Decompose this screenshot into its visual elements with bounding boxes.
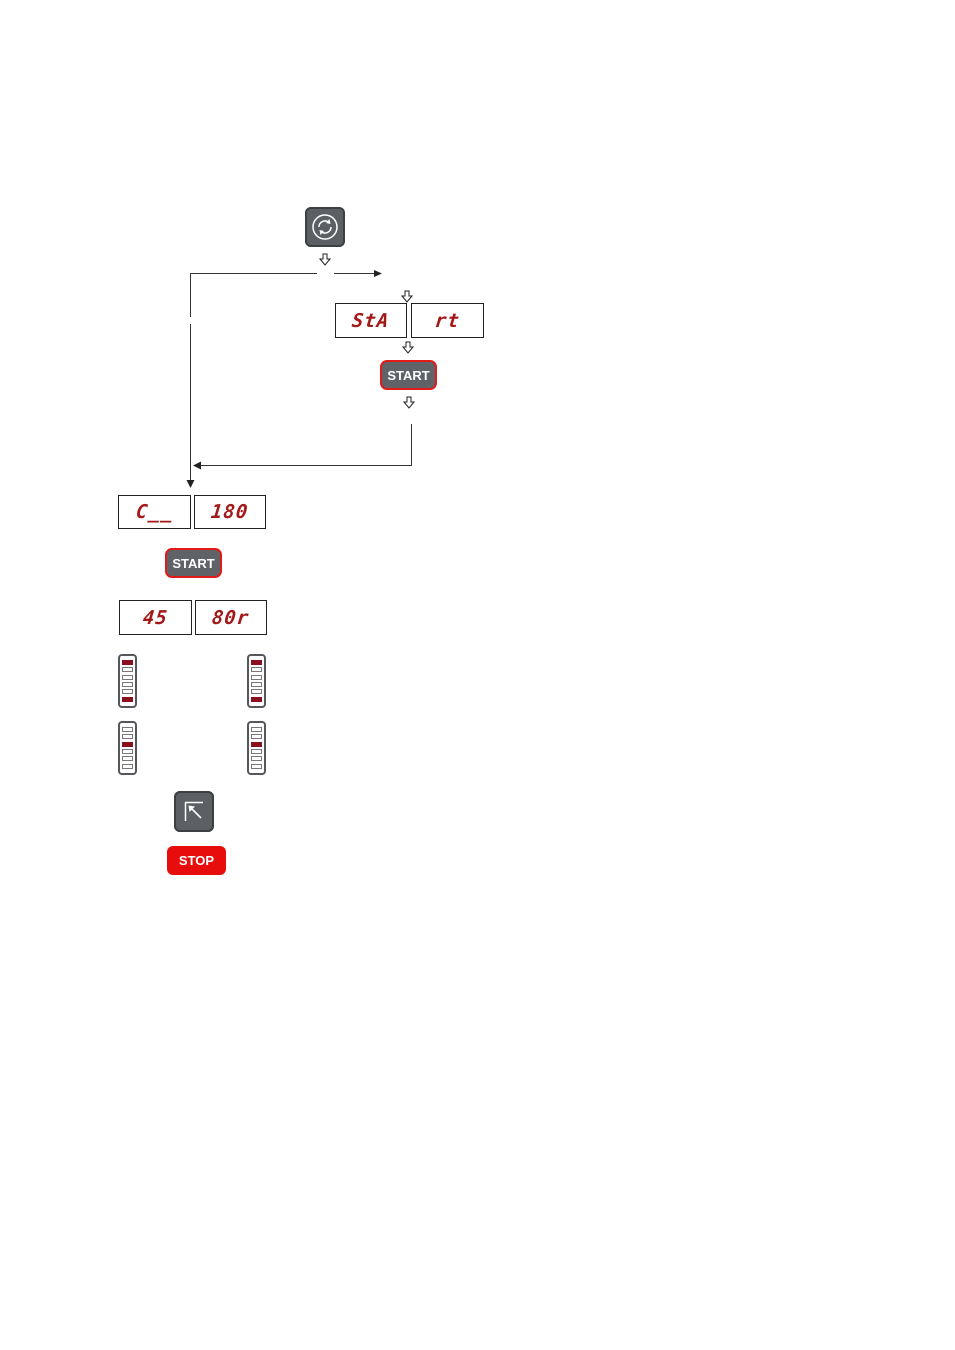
bar-segment <box>122 675 133 680</box>
display-right-text: 80r <box>211 607 251 629</box>
start-button-label: START <box>172 556 214 571</box>
flow-line <box>411 424 412 466</box>
bar-segment-lit <box>251 697 262 702</box>
flow-line <box>190 324 191 480</box>
bar-segment <box>251 734 262 739</box>
flow-arrow-down <box>403 396 415 409</box>
bar-segment <box>122 667 133 672</box>
bar-indicator <box>118 654 137 708</box>
bar-indicator <box>247 654 266 708</box>
flow-arrow-down <box>402 341 414 354</box>
bar-segment <box>122 682 133 687</box>
bar-segment <box>122 734 133 739</box>
bar-segment <box>251 749 262 754</box>
bar-indicator <box>118 721 137 775</box>
display-left: C__ <box>118 495 191 529</box>
flow-line <box>200 465 412 466</box>
start-button[interactable]: START <box>165 548 222 578</box>
flow-line <box>190 273 317 274</box>
display-left: StA <box>335 303 407 338</box>
bar-segment-lit <box>251 742 262 747</box>
display-left-text: 45 <box>142 607 169 629</box>
bar-segment <box>251 667 262 672</box>
stop-button[interactable]: STOP <box>167 846 226 875</box>
bar-segment <box>251 756 262 761</box>
exit-arrow-icon <box>183 801 205 823</box>
bar-segment-lit <box>122 742 133 747</box>
flow-arrow-down <box>319 253 331 266</box>
bar-segment-lit <box>122 660 133 665</box>
flow-arrowhead-down <box>186 480 195 489</box>
display-right-text: rt <box>434 310 461 332</box>
bar-segment <box>122 764 133 769</box>
bar-indicator <box>247 721 266 775</box>
bar-segment <box>251 675 262 680</box>
bar-segment <box>251 764 262 769</box>
display-left: 45 <box>119 600 192 635</box>
start-button-label: START <box>387 368 429 383</box>
flow-arrow-down <box>401 290 413 303</box>
bar-segment-lit <box>122 697 133 702</box>
bar-segment <box>251 682 262 687</box>
bar-segment-lit <box>251 660 262 665</box>
bar-segment <box>251 727 262 732</box>
bar-segment <box>122 756 133 761</box>
exit-key[interactable] <box>174 791 214 832</box>
flow-arrowhead-left <box>193 461 202 470</box>
stop-button-label: STOP <box>179 853 214 868</box>
flow-arrowhead-right <box>374 269 383 278</box>
rotate-key[interactable] <box>305 207 345 247</box>
display-right-text: 180 <box>210 501 250 523</box>
bar-segment <box>122 749 133 754</box>
flow-line <box>334 273 376 274</box>
rotate-icon <box>311 213 339 241</box>
flow-line <box>190 273 191 317</box>
bar-segment <box>251 689 262 694</box>
bar-segment <box>122 689 133 694</box>
display-left-text: StA <box>351 310 391 332</box>
display-right: 80r <box>195 600 267 635</box>
display-right: rt <box>411 303 484 338</box>
bar-segment <box>122 727 133 732</box>
display-left-text: C__ <box>135 501 175 523</box>
display-right: 180 <box>194 495 266 529</box>
start-button[interactable]: START <box>380 360 437 390</box>
